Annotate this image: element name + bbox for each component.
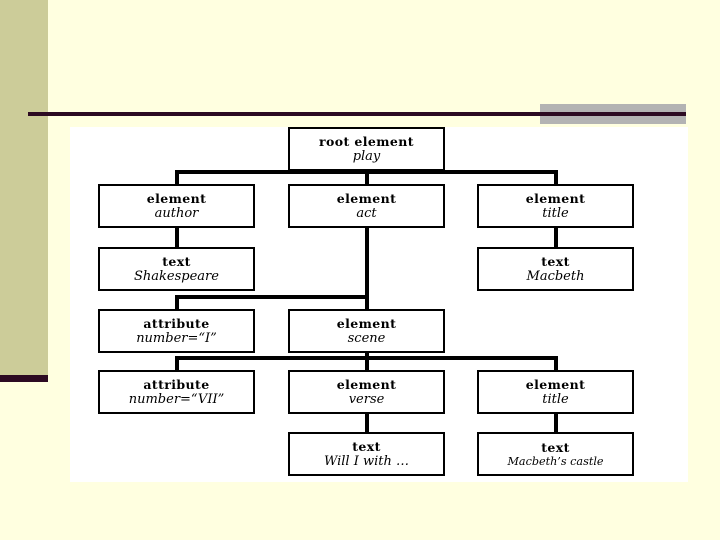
tree-edge-drop-act-1 xyxy=(364,295,369,309)
tree-node-kind: text xyxy=(162,253,191,269)
tree-node-value: number=“I” xyxy=(136,330,217,346)
tree-node-value: scene xyxy=(347,330,386,346)
tree-node-value: number=“VII” xyxy=(128,391,225,407)
tree-node-value: title xyxy=(542,205,569,221)
tree-node-kind: text xyxy=(352,438,381,454)
tree-edge-drop-root-0 xyxy=(174,170,179,184)
tree-edge-drop-act-0 xyxy=(174,295,179,309)
tree-node-value: act xyxy=(356,205,377,221)
slide-sidebar-band xyxy=(0,0,48,375)
tree-edge-drop-root-2 xyxy=(553,170,558,184)
tree-edge-verse xyxy=(364,414,369,432)
tree-edge-drop-scene-0 xyxy=(174,356,179,370)
tree-node-value: author xyxy=(154,205,199,221)
tree-edge-bus-act xyxy=(174,295,369,299)
tree-edge-drop-scene-1 xyxy=(364,356,369,370)
tree-node-value: play xyxy=(352,148,381,164)
tree-edge-drop-scene-2 xyxy=(553,356,558,370)
tree-node-kind: element xyxy=(146,190,207,206)
tree-edge-stem-act xyxy=(364,228,369,299)
tree-node-kind: text xyxy=(541,439,570,455)
tree-node-kind: element xyxy=(336,190,397,206)
tree-node-value: Macbeth xyxy=(526,268,585,284)
tree-node-kind: text xyxy=(541,253,570,269)
tree-edge-title1 xyxy=(553,228,558,247)
slide-sidebar-accent xyxy=(0,375,48,382)
tree-node-value: Shakespeare xyxy=(134,268,219,284)
tree-node-kind: attribute xyxy=(143,376,210,392)
tree-node-kind: element xyxy=(336,376,397,392)
tree-node-kind: element xyxy=(336,315,397,331)
tree-node-kind: element xyxy=(525,376,586,392)
tree-node-kind: attribute xyxy=(143,315,210,331)
slide-header-rule xyxy=(28,112,686,116)
tree-node-kind: element xyxy=(525,190,586,206)
tree-node-value: title xyxy=(542,391,569,407)
tree-edge-drop-root-1 xyxy=(364,170,369,184)
tree-node-value: verse xyxy=(348,391,385,407)
tree-node-kind: root element xyxy=(319,133,414,149)
tree-edge-author xyxy=(174,228,179,247)
tree-node-value: Will I with … xyxy=(323,453,410,469)
tree-edge-title2 xyxy=(553,414,558,432)
tree-node-value: Macbeth’s castle xyxy=(507,454,604,468)
